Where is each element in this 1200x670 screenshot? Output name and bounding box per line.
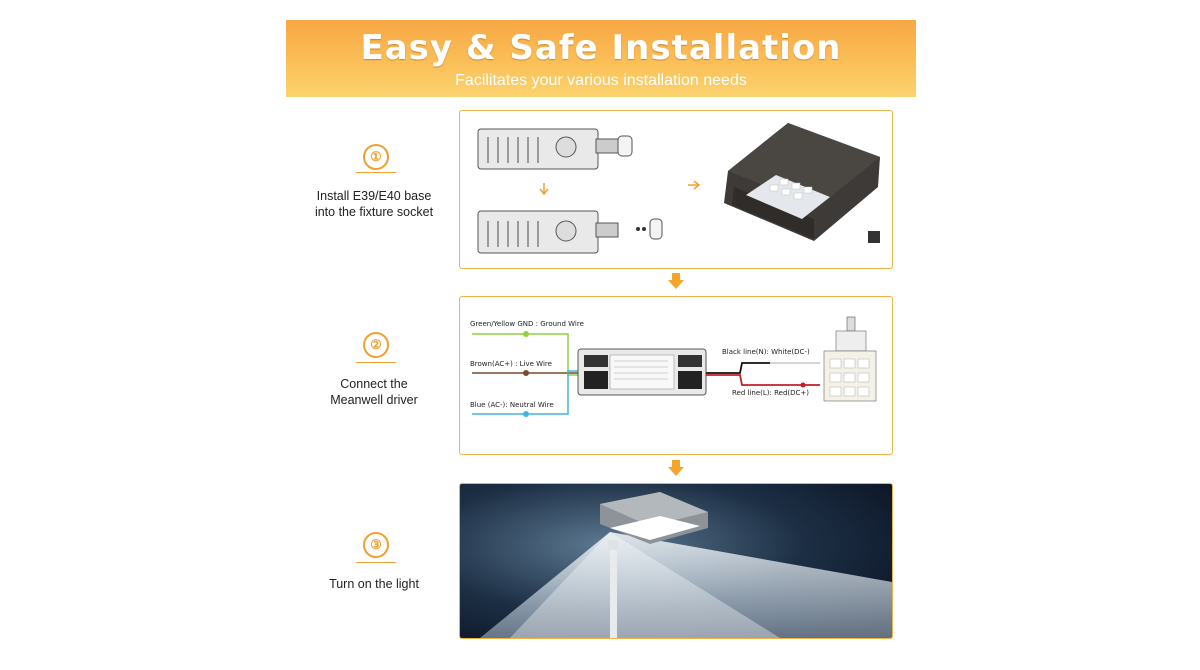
step-1-illustration bbox=[477, 123, 880, 254]
fixture-top-icon bbox=[477, 128, 633, 170]
fixture-bottom-icon bbox=[477, 210, 663, 254]
small-down-arrow-icon bbox=[539, 183, 549, 196]
step-1-text: Install E39/E40 base into the fixture so… bbox=[296, 188, 452, 220]
ground-wire-label: Green/Yellow GND : Ground Wire bbox=[470, 320, 584, 328]
step-2-divider bbox=[356, 362, 396, 363]
step-3-text: Turn on the light bbox=[296, 576, 452, 592]
step-1-panel bbox=[459, 110, 893, 269]
shoebox-fixture-icon bbox=[600, 492, 708, 638]
down-arrow-icon bbox=[668, 273, 684, 289]
shoebox-fixture-icon bbox=[724, 123, 880, 243]
live-terminal-icon bbox=[523, 370, 529, 376]
ground-terminal-icon bbox=[523, 331, 529, 337]
step-1-line1: Install E39/E40 base bbox=[316, 189, 432, 203]
wiring-diagram bbox=[472, 316, 877, 417]
right-arrow-icon bbox=[688, 180, 701, 190]
black-line-label: Black line(N): White(DC-) bbox=[722, 348, 810, 356]
step-3-divider bbox=[356, 562, 396, 563]
page-subtitle: Facilitates your various installation ne… bbox=[455, 72, 747, 89]
step-3-line1: Turn on the light bbox=[329, 577, 419, 591]
step-3-number: ③ bbox=[363, 532, 389, 558]
step-2-number: ② bbox=[363, 332, 389, 358]
neutral-wire-label: Blue (AC-): Neutral Wire bbox=[470, 401, 554, 409]
light-on-illustration bbox=[460, 484, 892, 638]
step-2-line1: Connect the bbox=[340, 377, 408, 391]
down-arrow-icon bbox=[668, 460, 684, 476]
step-1-divider bbox=[356, 172, 396, 173]
page-title: Easy & Safe Installation bbox=[360, 28, 842, 68]
step-2-text: Connect the Meanwell driver bbox=[296, 376, 452, 408]
step-3-panel bbox=[459, 483, 893, 639]
step-2-line2: Meanwell driver bbox=[330, 393, 418, 407]
step-1-number: ① bbox=[363, 144, 389, 170]
neutral-terminal-icon bbox=[523, 411, 529, 417]
step-1-line2: into the fixture socket bbox=[314, 205, 434, 219]
step-2-panel: Green/Yellow GND : Ground Wire Brown(AC+… bbox=[459, 296, 893, 455]
meanwell-driver-icon bbox=[577, 348, 707, 396]
red-line-label: Red line(L): Red(DC+) bbox=[732, 389, 810, 397]
header-banner: Easy & Safe Installation Facilitates you… bbox=[286, 20, 916, 97]
live-wire-label: Brown(AC+) : Live Wire bbox=[470, 360, 552, 368]
retrofit-module-icon bbox=[823, 316, 877, 402]
